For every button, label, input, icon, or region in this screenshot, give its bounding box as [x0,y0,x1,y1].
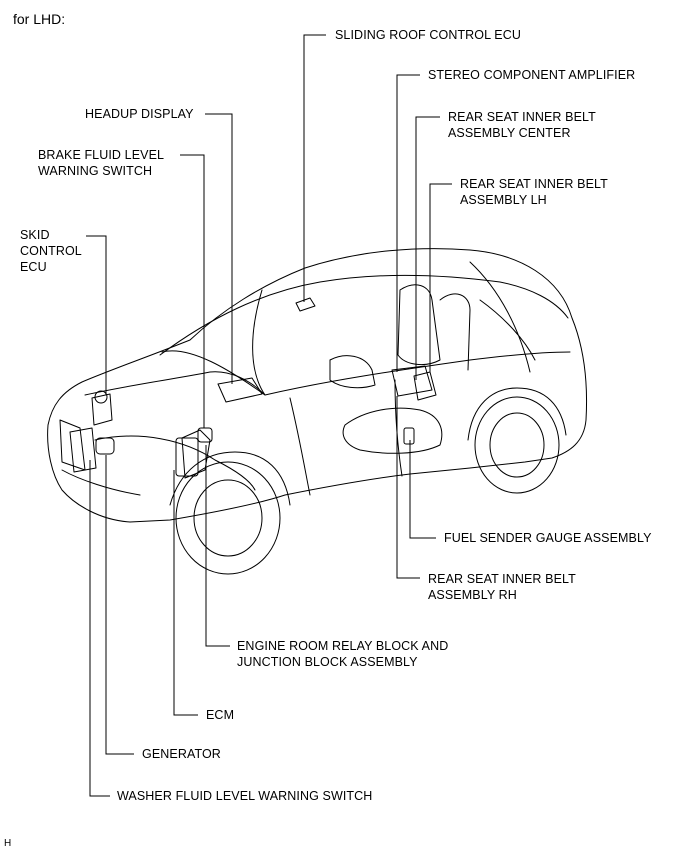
rear-wheel [474,396,560,494]
leader-generator [105,455,134,755]
leader-washer [89,460,110,797]
label-ecm: ECM [206,708,235,722]
leader-skid [86,235,107,395]
leader-ecm [173,470,198,716]
label-sliding-roof-control-ecu: SLIDING ROOF CONTROL ECU [335,28,521,42]
label-generator: GENERATOR [142,747,221,761]
belt-line [264,351,571,396]
label-rear-seat-belt-lh: REAR SEAT INNER BELT ASSEMBLY LH [460,177,608,207]
brake-reservoir [197,427,213,443]
roof-line [159,274,569,356]
label-rear-seat-belt-center: REAR SEAT INNER BELT ASSEMBLY CENTER [448,110,596,140]
amplifier-unit [391,365,433,397]
ecm-module [175,437,199,477]
leader-belt-rh [396,396,420,579]
label-washer-fluid-level-warning-switch: WASHER FLUID LEVEL WARNING SWITCH [117,789,373,803]
label-rear-seat-belt-rh: REAR SEAT INNER BELT ASSEMBLY RH [428,572,576,602]
windshield [161,289,266,396]
rear-window [469,261,536,373]
generator-unit [95,437,115,455]
washer-tank [69,427,97,473]
belt-center-unit [413,371,437,401]
leader-stereo-amp [396,74,420,372]
label-headup-display: HEADUP DISPLAY [85,107,194,121]
leader-belt-center [415,116,440,380]
leader-fuel-sender [409,440,436,539]
leader-sliding-roof [303,34,326,302]
label-engine-room-relay-block: ENGINE ROOM RELAY BLOCK AND JUNCTION BLO… [237,639,449,669]
diagram-header: for LHD: [13,11,66,27]
leader-relay-block [205,445,230,647]
hood-line [84,371,266,396]
leader-brake-fluid [180,154,205,428]
figure-code: H [4,838,12,849]
label-skid-control-ecu: SKID CONTROL ECU [20,228,82,274]
label-stereo-component-amplifier: STEREO COMPONENT AMPLIFIER [428,68,636,82]
relay-block [181,429,211,479]
car-body-outline [47,248,588,523]
leader-headup [205,113,233,384]
roof-ecu [295,297,316,312]
rear-seat [397,284,471,371]
headup-unit [217,377,263,403]
label-fuel-sender-gauge-assembly: FUEL SENDER GAUGE ASSEMBLY [444,531,652,545]
front-wheel [175,461,281,575]
label-brake-fluid-level-warning-switch: BRAKE FLUID LEVEL WARNING SWITCH [38,148,165,178]
hood-crease [94,435,256,491]
front-seat [329,355,376,389]
fuel-sender-unit [403,427,415,445]
fuel-tank [342,407,443,454]
skid-ecu-module [91,393,113,426]
leader-belt-lh [429,183,452,372]
